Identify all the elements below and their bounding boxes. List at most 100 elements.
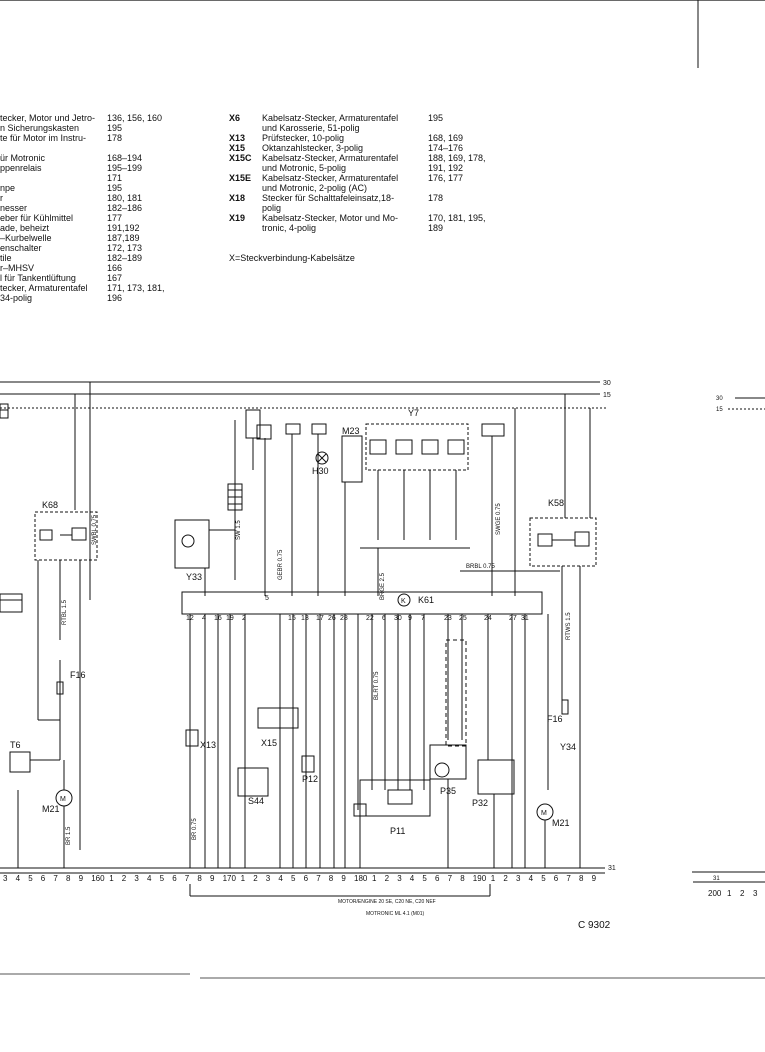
p11-label: P11 (390, 826, 405, 836)
bus-15-label: 15 (603, 392, 611, 399)
legend-right-description: und Motronic, 5-polig (262, 163, 347, 173)
legend-right-description: Kabelsatz-Stecker, Armaturentafel (262, 173, 399, 183)
k61-pin-numbers: 12 4 16 19 2 5 15 13 17 26 28 22 6 30 9 … (186, 595, 529, 622)
legend-left-pages: 168–194 (107, 153, 143, 163)
scale-tick-label: 8 (329, 874, 334, 883)
m21-right-label: M21 (552, 818, 570, 828)
legend-right-pages: 170, 181, 195, (428, 213, 486, 223)
scale-page-mark: 160 (91, 874, 105, 883)
t6-label: T6 (10, 740, 21, 750)
k68-relay (34, 511, 98, 561)
scale-tick-label: 3 (3, 874, 8, 883)
scale-tick-label: 8 (197, 874, 202, 883)
scale-tick-label: 7 (448, 874, 453, 883)
legend-right-code: X15C (229, 153, 252, 163)
svg-text:5: 5 (265, 595, 269, 602)
svg-text:28: 28 (340, 615, 348, 622)
scale-tick-label: 4 (278, 874, 283, 883)
svg-text:19: 19 (226, 615, 234, 622)
legend-right-pages: 168, 169 (428, 133, 464, 143)
legend-left-pages: 187,189 (107, 233, 140, 243)
m23-component (341, 435, 363, 483)
y7-injectors (365, 423, 469, 471)
svg-text:6: 6 (382, 615, 386, 622)
sheet-code: C 9302 (578, 920, 611, 931)
scale-tick-label: 7 (316, 874, 321, 883)
legend-left-pages: 191,192 (107, 223, 140, 233)
legend-left-description: tecker, Motor und Jetro- (0, 113, 96, 123)
right-bus-31-label: 31 (713, 876, 720, 882)
svg-text:25: 25 (459, 615, 467, 622)
legend-left-pages: 166 (107, 263, 123, 273)
legend-left-pages: 180, 181 (107, 193, 143, 203)
svg-text:BRGE 2.5: BRGE 2.5 (380, 572, 386, 600)
right-scale-tick: 3 (753, 889, 758, 898)
h30-lamp (315, 451, 329, 465)
p11-airflow-meter (359, 779, 431, 817)
p12-sensor (301, 755, 315, 773)
k58-relay (529, 517, 597, 567)
scale-tick-label: 4 (16, 874, 21, 883)
legend-right-pages: 188, 169, 178, (428, 153, 486, 163)
svg-text:2: 2 (242, 615, 246, 622)
scale-tick-label: 7 (53, 874, 58, 883)
scale-tick-label: 9 (341, 874, 346, 883)
legend-left-description: ade, beheizt (0, 223, 50, 233)
legend-left-pages: 167 (107, 273, 123, 283)
f16-left-label: F16 (70, 670, 86, 680)
y7-label: Y7 (408, 408, 419, 418)
scale-tick-label: 3 (134, 874, 139, 883)
m23-label: M23 (342, 426, 360, 436)
svg-text:24: 24 (484, 615, 492, 622)
legend-left-pages: 177 (107, 213, 123, 223)
legend-left-pages: 195–199 (107, 163, 143, 173)
svg-text:GEBR 0.75: GEBR 0.75 (278, 549, 284, 580)
legend-right-description: Prüfstecker, 10-polig (262, 133, 345, 143)
legend-left-pages: 196 (107, 293, 123, 303)
scale-tick-label: 8 (460, 874, 465, 883)
scale-tick-label: 5 (28, 874, 33, 883)
legend-right-pages: 176, 177 (428, 173, 464, 183)
k61-label: K61 (418, 595, 434, 605)
svg-text:RTBL 1.5: RTBL 1.5 (62, 599, 68, 625)
legend-right-description: Kabelsatz-Stecker, Armaturentafel (262, 113, 399, 123)
scale-page-mark: 190 (473, 874, 487, 883)
scale-tick-label: 6 (304, 874, 309, 883)
svg-text:SWGE 0.75: SWGE 0.75 (496, 503, 502, 535)
svg-text:16: 16 (214, 615, 222, 622)
x13-label: X13 (200, 740, 216, 750)
scale-tick-label: 5 (422, 874, 427, 883)
svg-text:4: 4 (202, 615, 206, 622)
svg-text:BRBL 0.75: BRBL 0.75 (466, 564, 495, 570)
legend-left-description: enschalter (0, 243, 42, 253)
legend-left-description: tile (0, 253, 12, 263)
scale-tick-label: 6 (172, 874, 177, 883)
legend-left-description: ppenrelais (0, 163, 42, 173)
legend-left-pages: 172, 173 (107, 243, 143, 253)
legend-left-pages: 171 (107, 173, 123, 183)
scale-tick-label: 5 (541, 874, 546, 883)
legend-left-description: r (0, 193, 3, 203)
right-scale-mark: 200 (708, 889, 722, 898)
svg-text:RTWS 1.5: RTWS 1.5 (566, 612, 572, 640)
scale-tick-label: 4 (529, 874, 534, 883)
x15-label: X15 (261, 738, 277, 748)
x15-connector (257, 707, 299, 729)
legend-left-pages: 136, 156, 160 (107, 113, 163, 123)
legend-left-pages: 195 (107, 123, 123, 133)
svg-text:23: 23 (444, 615, 452, 622)
legend-right-description: und Karosserie, 51-polig (262, 123, 360, 133)
svg-text:22: 22 (366, 615, 374, 622)
scale-tick-label: 4 (147, 874, 152, 883)
scale-tick-label: 9 (210, 874, 215, 883)
legend-left-pages: 195 (107, 183, 123, 193)
legend-left-pages: 178 (107, 133, 123, 143)
legend-note: X=Steckverbindung-Kabelsätze (229, 253, 355, 263)
legend-right-description: polig (262, 203, 282, 213)
right-scale-tick: 2 (740, 889, 745, 898)
legend-left-description: nesser (0, 203, 28, 213)
svg-text:BR 0.75: BR 0.75 (192, 818, 198, 840)
scale-tick-label: 3 (266, 874, 271, 883)
